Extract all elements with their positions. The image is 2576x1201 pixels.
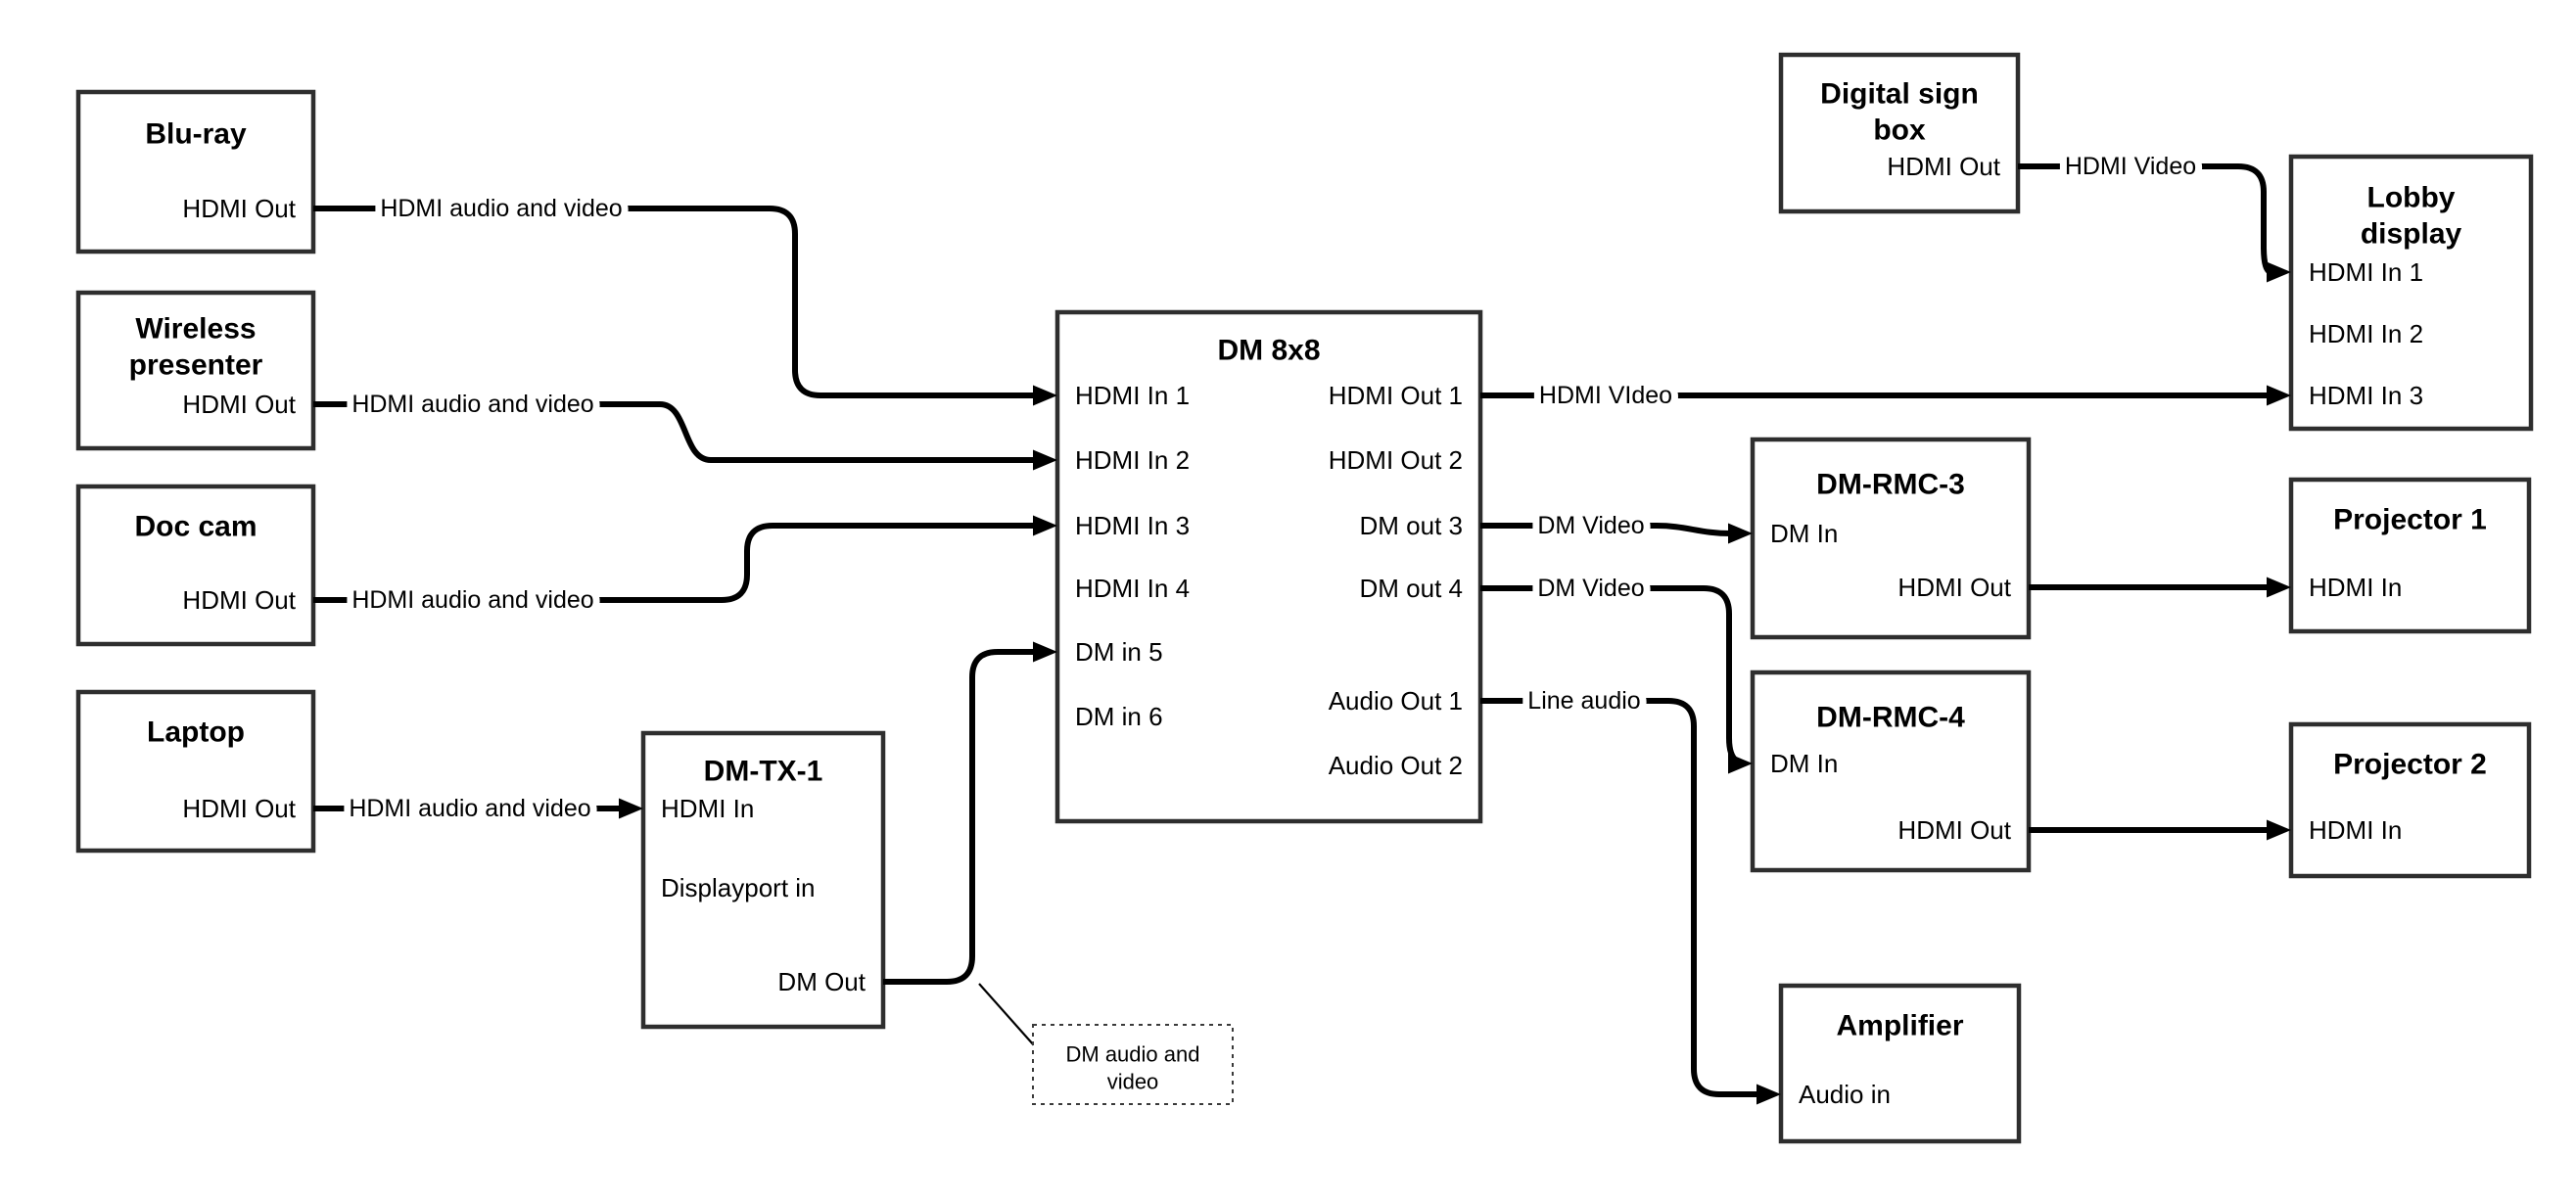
port-dm-rmc-4-dm-in: DM In [1770,749,1838,778]
callout-note-text: DM audio and [1066,1042,1200,1067]
port-dm-8x8-audio-out-2: Audio Out 2 [1329,751,1463,780]
node-wireless-presenter-title: Wireless [135,313,256,346]
node-dm-rmc-4-box [1750,670,2032,873]
port-dm-8x8-hdmi-out-1: HDMI Out 1 [1329,381,1463,410]
port-wireless-presenter-hdmi-out: HDMI Out [182,390,296,419]
callout-pointer-line [978,983,1035,1046]
port-dm-tx-1-displayport-in: Displayport in [661,873,816,902]
node-projector-2-title: Projector 2 [2333,749,2487,781]
edge-dmrmc4-to-projector2-arrow-icon [2267,819,2291,841]
port-projector-2-hdmi-in: HDMI In [2309,815,2402,845]
port-dm-8x8-dm-out-4: DM out 4 [1360,574,1464,603]
node-dm-rmc-4-title: DM-RMC-4 [1816,702,1965,734]
node-wireless-presenter-title: presenter [129,349,263,382]
edge-dmrmc3-to-projector1-arrow-icon [2267,577,2291,598]
node-digital-sign-box-title: box [1873,115,1926,147]
edge-dmtx1-to-dm8x8-in5-wire [883,649,1036,985]
port-dm-tx-1-dm-out: DM Out [777,967,866,996]
port-dm-rmc-3-hdmi-out: HDMI Out [1897,573,2011,602]
edge-dm8x8-out4-to-dmrmc4-label: DM Video [1537,575,1644,602]
port-dm-8x8-audio-out-1: Audio Out 1 [1329,686,1463,716]
edge-digisign-to-lobby-in1-wire [2018,163,2272,275]
edge-bluray-to-dm8x8-in1-label: HDMI audio and video [380,195,622,222]
port-dm-8x8-hdmi-out-2: HDMI Out 2 [1329,445,1463,475]
edge-dm8x8-out1-to-lobby-in3-arrow-icon [2267,385,2291,406]
port-dm-8x8-hdmi-in-1: HDMI In 1 [1075,381,1190,410]
edge-dm8x8-out1-to-lobby-in3-label: HDMI VIdeo [1539,382,1672,409]
edge-digisign-to-lobby-in1-label: HDMI Video [2065,153,2196,180]
edge-doccam-to-dm8x8-in3-wire [313,523,1036,603]
edge-wireless-to-dm8x8-in2-wire [313,401,1036,463]
node-lobby-display-title: display [2361,218,2462,251]
node-digital-sign-box-box [1778,52,2021,214]
port-bluray-hdmi-out: HDMI Out [182,194,296,223]
edge-bluray-to-dm8x8-in1-arrow-icon [1033,385,1057,406]
edge-wireless-to-dm8x8-in2-label: HDMI audio and video [351,391,593,418]
edge-digisign-to-lobby-in1-arrow-icon [2267,261,2291,283]
callout-note-text: video [1107,1070,1159,1094]
port-amplifier-audio-in: Audio in [1799,1080,1891,1109]
node-lobby-display-title: Lobby [2367,182,2456,214]
port-digital-sign-box-hdmi-out: HDMI Out [1887,152,2000,181]
edge-doccam-to-dm8x8-in3-arrow-icon [1033,515,1057,536]
port-dm-tx-1-hdmi-in: HDMI In [661,794,754,823]
node-dm-8x8-box [1054,309,1483,824]
port-dm-8x8-dm-out-3: DM out 3 [1360,511,1464,540]
edge-dm8x8-out3-to-dmrmc3-wire [1480,523,1732,536]
edge-dm8x8-audio1-to-amp-label: Line audio [1527,687,1640,715]
node-dm-8x8-title: DM 8x8 [1217,335,1320,367]
port-dm-8x8-hdmi-in-2: HDMI In 2 [1075,445,1190,475]
node-dm-rmc-3-box [1750,437,2032,640]
edge-dm8x8-out4-to-dmrmc4-wire [1480,585,1746,766]
edge-dm8x8-audio1-to-amp-wire [1480,698,1759,1097]
node-projector-1-title: Projector 1 [2333,504,2487,536]
node-laptop-box [75,689,316,854]
port-lobby-display-hdmi-in-1: HDMI In 1 [2309,257,2423,287]
edge-dm8x8-audio1-to-amp-arrow-icon [1756,1084,1781,1105]
edge-bluray-to-dm8x8-in1-wire [313,206,1036,398]
node-digital-sign-box-title: Digital sign [1820,78,1979,111]
edge-laptop-to-dmtx1-in-arrow-icon [619,798,643,819]
node-lobby-display-box [2288,154,2534,432]
node-doc-cam-box [75,484,316,647]
edge-dm8x8-out4-to-dmrmc4-arrow-icon [1728,753,1753,774]
port-lobby-display-hdmi-in-2: HDMI In 2 [2309,319,2423,348]
node-wireless-presenter-box [75,290,316,451]
port-dm-rmc-4-hdmi-out: HDMI Out [1897,815,2011,845]
edge-wireless-to-dm8x8-in2-arrow-icon [1033,449,1057,471]
port-lobby-display-hdmi-in-3: HDMI In 3 [2309,381,2423,410]
port-dm-8x8-dm-in-5: DM in 5 [1075,637,1163,667]
callout-note-box [1032,1024,1234,1105]
edge-dm8x8-out3-to-dmrmc3-arrow-icon [1728,523,1753,544]
edge-dm8x8-out3-to-dmrmc3-label: DM Video [1537,512,1644,539]
port-dm-rmc-3-dm-in: DM In [1770,519,1838,548]
port-dm-8x8-hdmi-in-3: HDMI In 3 [1075,511,1190,540]
node-doc-cam-title: Doc cam [134,511,257,543]
node-dm-tx-1-title: DM-TX-1 [704,756,823,788]
node-dm-tx-1-box [640,730,886,1030]
port-dm-8x8-dm-in-6: DM in 6 [1075,702,1163,731]
port-doc-cam-hdmi-out: HDMI Out [182,585,296,615]
node-dm-rmc-3-title: DM-RMC-3 [1816,469,1965,501]
node-amplifier-box [1778,983,2022,1144]
port-laptop-hdmi-out: HDMI Out [182,794,296,823]
node-projector-2-box [2288,721,2532,879]
node-amplifier-title: Amplifier [1836,1010,1963,1042]
edge-dmtx1-to-dm8x8-in5-arrow-icon [1033,641,1057,663]
edge-doccam-to-dm8x8-in3-label: HDMI audio and video [351,586,593,614]
edge-laptop-to-dmtx1-in-label: HDMI audio and video [349,795,590,822]
port-dm-8x8-hdmi-in-4: HDMI In 4 [1075,574,1190,603]
node-projector-1-box [2288,477,2532,634]
node-bluray-box [75,89,316,254]
port-projector-1-hdmi-in: HDMI In [2309,573,2402,602]
node-laptop-title: Laptop [147,716,245,749]
node-bluray-title: Blu-ray [145,118,247,151]
